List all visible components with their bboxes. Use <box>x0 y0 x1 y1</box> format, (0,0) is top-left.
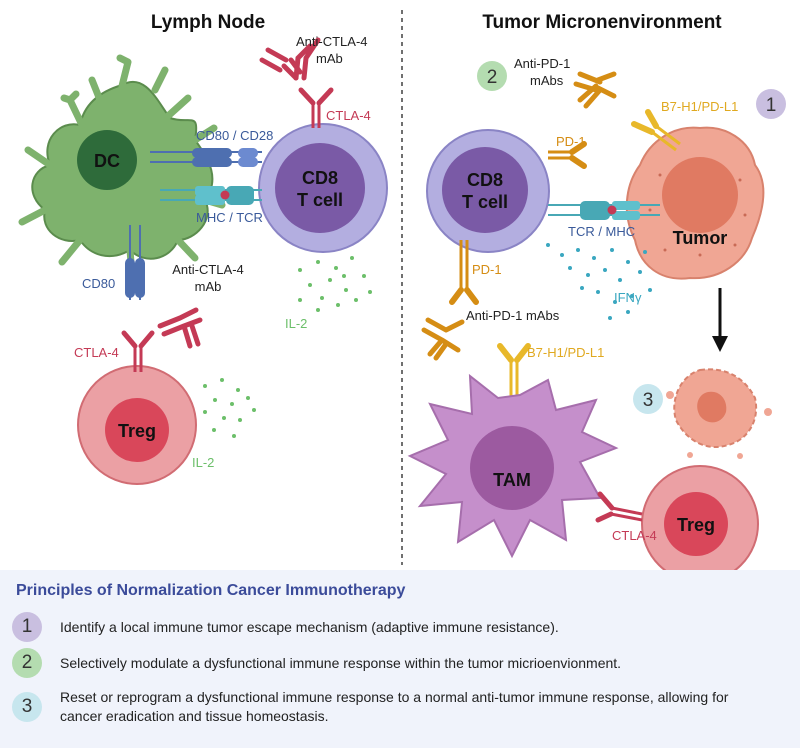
principle-2: 2 Selectively modulate a dysfunctional i… <box>12 648 621 678</box>
principle-3-badge: 3 <box>12 692 42 722</box>
treg-cell-tumor: Treg <box>641 465 759 583</box>
principles-legend: Principles of Normalization Cancer Immun… <box>0 570 800 748</box>
dc-nucleus <box>77 130 137 190</box>
principle-3: 3 Reset or reprogram a dysfunctional imm… <box>12 688 732 726</box>
cd80-cd28-label: CD80 / CD28 <box>196 128 273 143</box>
anti-ctla4-mid-line1: Anti-CTLA-4 <box>172 262 244 277</box>
lymph-node-title: Lymph Node <box>151 12 265 33</box>
anti-pd1-lower-label: Anti-PD-1 mAbs <box>466 308 560 323</box>
tcr-mhc-label: TCR / MHC <box>568 224 635 239</box>
tam-label: TAM <box>493 470 531 490</box>
cd80-label: CD80 <box>82 276 115 291</box>
b7h1-label-upper: B7-H1/PD-L1 <box>661 99 738 114</box>
principles-title: Principles of Normalization Cancer Immun… <box>16 582 406 599</box>
principle-1-text: Identify a local immune tumor escape mec… <box>60 618 559 635</box>
pd1-label-upper: PD-1 <box>556 134 586 149</box>
cd80-cd28-receptor-icon <box>150 148 262 167</box>
treg-label-tumor: Treg <box>677 515 715 535</box>
marker-3: 3 <box>633 384 663 414</box>
treg-cell-lymph: Treg <box>77 365 197 485</box>
dc-label: DC <box>94 151 120 171</box>
ctla4-treg-receptor-icon <box>121 330 155 372</box>
svg-text:1: 1 <box>766 95 777 116</box>
immunotherapy-diagram: Lymph Node Tumor Micronenvironment DC CD… <box>18 10 786 583</box>
marker-2: 2 <box>477 61 507 91</box>
dendritic-cell: DC <box>18 54 226 279</box>
principle-2-badge: 2 <box>12 648 42 678</box>
ifng-particles <box>546 243 652 320</box>
treg-label-lymph: Treg <box>118 421 156 441</box>
ctla4-tam-receptor-icon <box>595 491 643 523</box>
tumor-fragments <box>666 368 772 459</box>
tam-macrophage: TAM <box>407 373 619 559</box>
pdl1-receptor-tam-icon <box>497 343 531 400</box>
ifng-label: IFNγ <box>614 290 642 305</box>
mhc-tcr-label: MHC / TCR <box>196 210 263 225</box>
tumor-microenvironment-title: Tumor Micronenvironment <box>482 12 722 33</box>
pd1-label-lower: PD-1 <box>472 262 502 277</box>
svg-text:2: 2 <box>487 67 498 88</box>
ctla4-receptor-icon <box>298 87 334 128</box>
principle-1: 1 Identify a local immune tumor escape m… <box>12 612 559 642</box>
tumor-cell: Tumor <box>625 126 765 280</box>
cd8-tumor-label-line2: T cell <box>462 192 508 212</box>
pd1-receptor-upper-icon <box>548 141 587 169</box>
tumor-label: Tumor <box>673 228 728 248</box>
principle-2-text: Selectively modulate a dysfunctional imm… <box>60 654 622 671</box>
pdl1-receptor-tumor-icon <box>631 109 681 152</box>
anti-ctla4-antibody-mid-icon <box>157 307 203 349</box>
ctla4-label-tam: CTLA-4 <box>612 528 657 543</box>
principle-3-text: Reset or reprogram a dysfunctional immun… <box>60 689 729 724</box>
mhc-tcr-receptor-icon <box>160 186 262 205</box>
principle-1-badge: 1 <box>12 612 42 642</box>
anti-pd1-antibody-top-icon <box>573 71 617 109</box>
svg-text:3: 3 <box>643 390 654 411</box>
anti-ctla4-mid-line2: mAb <box>195 279 222 294</box>
cd8-t-cell-tumor: CD8 T cell <box>426 129 550 253</box>
eradication-arrow-icon <box>712 288 728 352</box>
il2-particles-lower <box>203 378 256 438</box>
anti-pd1-top-line1: Anti-PD-1 <box>514 56 570 71</box>
cd8-tumor-label-line1: CD8 <box>467 170 503 190</box>
cd80-receptor-icon <box>125 225 145 300</box>
il2-particles-upper <box>298 256 372 312</box>
cd8-label-line2: T cell <box>297 190 343 210</box>
anti-pd1-top-line2: mAbs <box>530 73 564 88</box>
anti-pd1-antibody-lower-icon <box>421 317 465 361</box>
ctla4-label-treg: CTLA-4 <box>74 345 119 360</box>
anti-ctla4-top-line2: mAb <box>316 51 343 66</box>
tcr-mhc-receptor-icon <box>548 201 660 220</box>
anti-ctla4-top-line1: Anti-CTLA-4 <box>296 34 368 49</box>
anti-ctla4-antibody-icon <box>259 37 321 81</box>
marker-1: 1 <box>756 89 786 119</box>
pd1-receptor-lower-icon <box>449 240 479 305</box>
il2-label-upper: IL-2 <box>285 316 307 331</box>
il2-label-lower: IL-2 <box>192 455 214 470</box>
cd8-t-cell-lymph: CD8 T cell <box>258 123 388 253</box>
b7h1-label-lower: B7-H1/PD-L1 <box>527 345 604 360</box>
cd8-label-line1: CD8 <box>302 168 338 188</box>
ctla4-label-top: CTLA-4 <box>326 108 371 123</box>
